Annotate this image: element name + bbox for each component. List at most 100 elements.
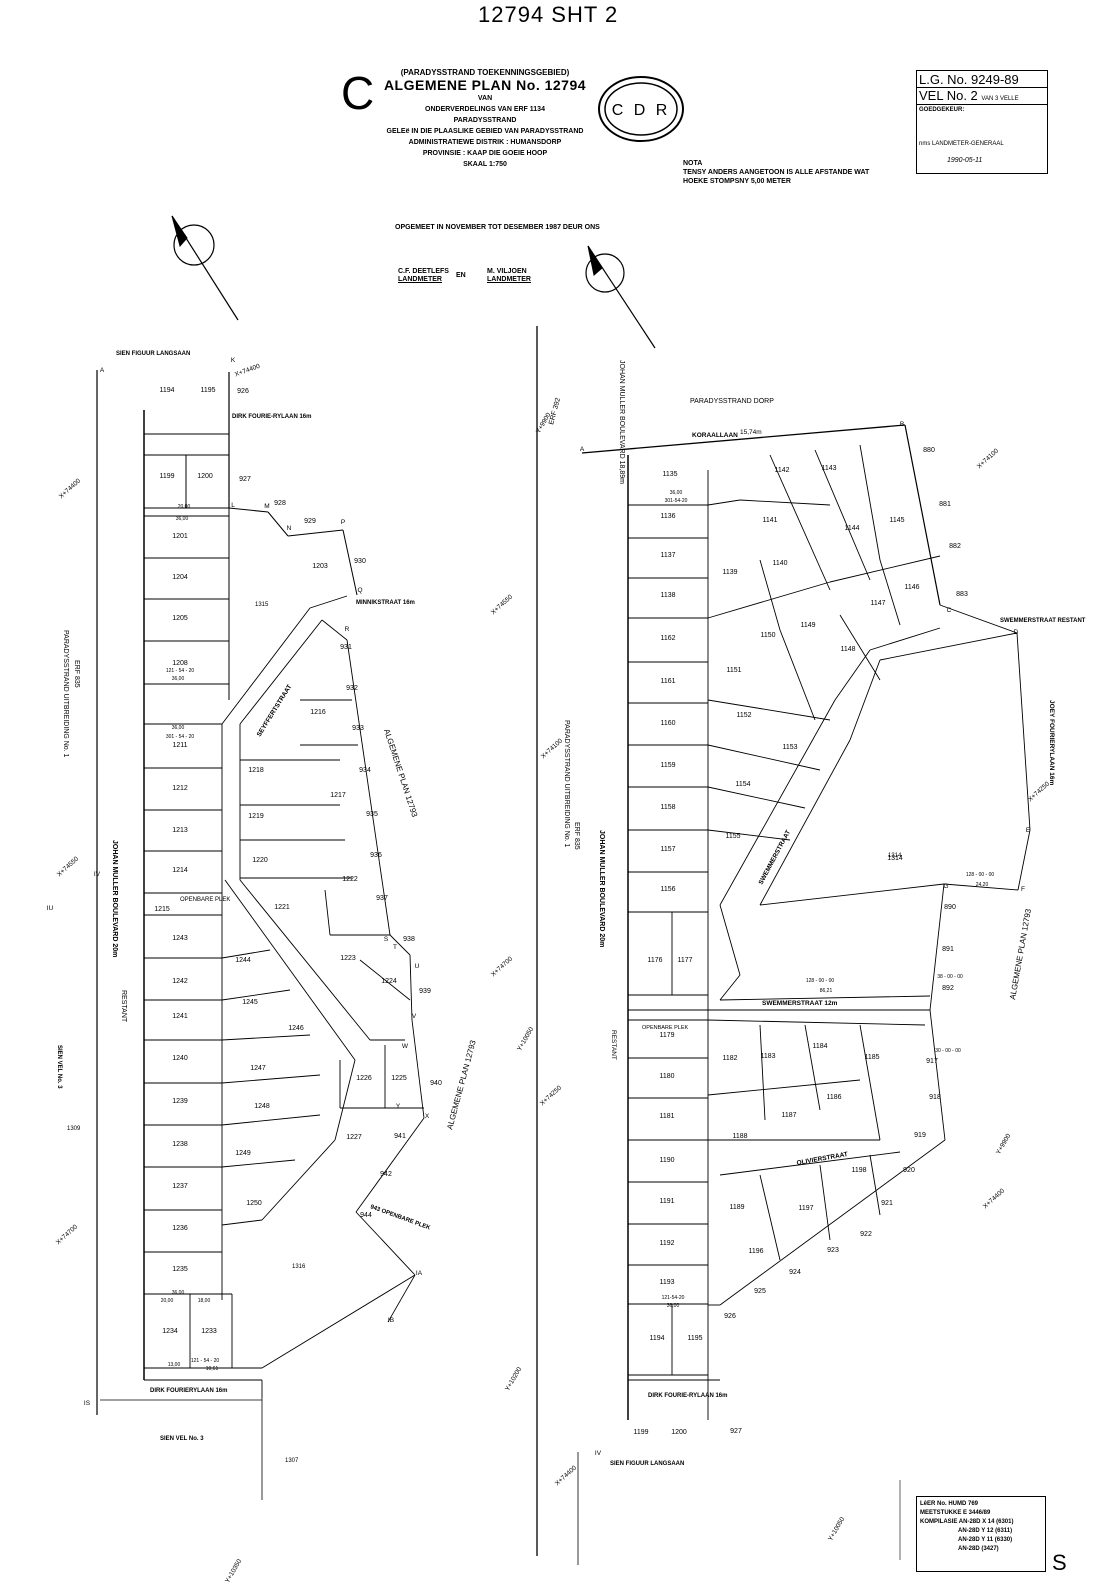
beacon-point-label: Y bbox=[396, 1103, 401, 1110]
approval-date: 1990-05-11 bbox=[947, 157, 983, 164]
vel-of-text: VAN 3 VELLE bbox=[981, 96, 1019, 102]
right-openbare: OPENBARE PLEK bbox=[642, 1025, 688, 1031]
erf-number-label: 1150 bbox=[760, 632, 775, 639]
coordinate-label: Y+9900 bbox=[995, 1132, 1013, 1155]
erf-number-label: 1146 bbox=[904, 584, 919, 591]
erf-number-label: 926 bbox=[237, 388, 249, 395]
erf-number-label: 883 bbox=[956, 591, 968, 598]
beacon-point-label: Q bbox=[357, 587, 362, 594]
right-signatory-name: M. VILJOEN bbox=[487, 268, 527, 275]
erf-number-label: 1214 bbox=[172, 867, 188, 874]
ref-line-4: AN-28D Y 12 (6311) bbox=[958, 1528, 1013, 1534]
erf-number-label: 919 bbox=[914, 1132, 926, 1139]
erf-number-label: 920 bbox=[903, 1167, 915, 1174]
coordinate-label: X+74250 bbox=[539, 1084, 563, 1107]
dimension-label: 86,21 bbox=[820, 988, 833, 994]
nota: NOTA TENSY ANDERS AANGETOON IS ALLE AFST… bbox=[683, 159, 869, 186]
dimension-label: 36,00 bbox=[176, 516, 189, 522]
beacon-point-label: V bbox=[412, 1013, 417, 1020]
dimension-label: 128 - 00 - 00 bbox=[806, 978, 835, 984]
erf-number-label: 1158 bbox=[660, 804, 675, 811]
ref-line-3: KOMPILASIE AN-28D X 14 (6301) bbox=[920, 1519, 1014, 1525]
north-arrow-right bbox=[585, 245, 656, 349]
erf-number-label: 1145 bbox=[889, 517, 904, 524]
erf-number-label: 935 bbox=[366, 811, 378, 818]
erf-number-label: 1141 bbox=[762, 517, 777, 524]
erf-number-label: 940 bbox=[430, 1080, 442, 1087]
erf-number-label: 1238 bbox=[172, 1141, 188, 1148]
erf-number-label: 1152 bbox=[736, 712, 751, 719]
erf-number-label: 1161 bbox=[660, 678, 675, 685]
erf-number-label: 1236 bbox=[172, 1225, 188, 1232]
left-sien-bottom: SIEN VEL No. 3 bbox=[160, 1436, 204, 1442]
beacon-point-label: R bbox=[345, 626, 350, 633]
erf-number-label: 1184 bbox=[812, 1043, 827, 1050]
beacon-point-label: P bbox=[341, 519, 345, 526]
erf-number-label: 1241 bbox=[172, 1013, 188, 1020]
erf-number-label: 1213 bbox=[172, 827, 188, 834]
lg-number: L.G. No. 9249-89 bbox=[919, 72, 1019, 87]
plan-number: ALGEMENE PLAN No. 12794 bbox=[383, 77, 587, 93]
erf-number-label: 1218 bbox=[248, 767, 264, 774]
beacon-point-label: IS bbox=[84, 1400, 91, 1407]
nota-line1: TENSY ANDERS AANGETOON IS ALLE AFSTANDE … bbox=[683, 169, 870, 176]
beacon-point-label: U bbox=[415, 963, 420, 970]
erf-number-label: 1156 bbox=[660, 886, 675, 893]
dimension-label: 10,61 bbox=[206, 1366, 219, 1372]
vel-number: VEL No. 2 VAN 3 VELLE bbox=[919, 88, 1019, 103]
erf-number-label: 882 bbox=[949, 543, 961, 550]
right-olivier: OLIVIERSTRAAT bbox=[796, 1151, 848, 1167]
erf-number-label: 1314 bbox=[887, 855, 903, 862]
district-line: ADMINISTRATIEWE DISTRIK : HUMANSDORP bbox=[408, 139, 562, 146]
left-erf-1309: 1309 bbox=[67, 1126, 81, 1132]
coordinate-label: X+74550 bbox=[56, 855, 80, 878]
erf-number-label: 1192 bbox=[659, 1240, 674, 1247]
erf-number-label: 1181 bbox=[659, 1113, 674, 1120]
erf-number-label: 1212 bbox=[172, 785, 188, 792]
left-erf-label: ERF 835 bbox=[73, 660, 80, 688]
right-erf835-sub: PARADYSSTRAND UITBREIDING No. 1 bbox=[563, 720, 570, 848]
coordinate-label: X+74400 bbox=[554, 1464, 578, 1487]
located-line: GELEë IN DIE PLAASLIKE GEBIED VAN PARADY… bbox=[386, 128, 584, 135]
area-name: (PARADYSSTRAND TOEKENNINGSGEBIED) bbox=[400, 68, 570, 77]
beacon-point-label: K bbox=[231, 357, 236, 364]
left-openbare: OPENBARE PLEK bbox=[180, 897, 230, 903]
van-line: VAN bbox=[477, 95, 493, 102]
coordinate-label: X+74100 bbox=[540, 737, 564, 760]
en-text: EN bbox=[456, 272, 466, 279]
left-signatory-name: C.F. DEETLEFS bbox=[398, 268, 449, 275]
erf-number-label: 923 bbox=[827, 1247, 839, 1254]
beacon-point-label: B bbox=[900, 421, 904, 428]
left-sien-top: SIEN FIGUUR LANGSAAN bbox=[116, 351, 190, 357]
erf-number-label: 1191 bbox=[659, 1198, 674, 1205]
left-restant: RESTANT bbox=[120, 990, 127, 1023]
right-signatory: M. VILJOEN LANDMETER bbox=[487, 268, 531, 284]
erf-number-label: 1246 bbox=[288, 1025, 304, 1032]
right-dorp: PARADYSSTRAND DORP bbox=[690, 398, 774, 405]
left-boulevard: JOHAN MULLER BOULEVARD 20m bbox=[111, 840, 118, 957]
erf-number-label: 1201 bbox=[172, 533, 188, 540]
erf-number-label: 925 bbox=[754, 1288, 766, 1295]
erf-number-label: 939 bbox=[419, 988, 431, 995]
erf-number-label: 1233 bbox=[201, 1328, 217, 1335]
beacon-point-label: X bbox=[425, 1113, 430, 1120]
erf-number-label: 1217 bbox=[330, 792, 346, 799]
approved-label: GOEDGEKEUR: bbox=[919, 107, 965, 113]
erf-number-label: 890 bbox=[944, 904, 956, 911]
coordinate-label: X+74400 bbox=[982, 1187, 1006, 1210]
erf-number-label: 1159 bbox=[660, 762, 675, 769]
erf-number-label: 918 bbox=[929, 1094, 941, 1101]
erf-number-label: 1199 bbox=[633, 1429, 648, 1436]
erf-number-label: 929 bbox=[304, 518, 316, 525]
left-erf-sub: PARADYSSTRAND UITBREIDING No. 1 bbox=[62, 630, 69, 758]
right-rylaan: DIRK FOURIE-RYLAAN 16m bbox=[648, 1393, 727, 1399]
erf-number-label: 880 bbox=[923, 447, 935, 454]
dimension-label: 36,00 bbox=[670, 490, 683, 496]
coordinate-label: Y+10050 bbox=[827, 1516, 846, 1543]
erf-number-label: 1196 bbox=[748, 1248, 763, 1255]
beacon-point-label: IV bbox=[595, 1450, 602, 1457]
coordinate-label: X+74550 bbox=[490, 593, 514, 616]
erf-number-label: 881 bbox=[939, 501, 951, 508]
coordinate-label: Y+10200 bbox=[504, 1366, 523, 1393]
